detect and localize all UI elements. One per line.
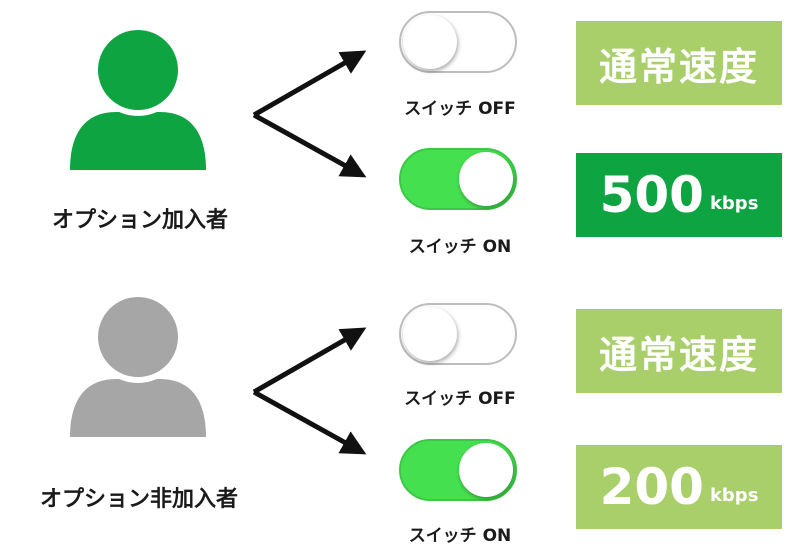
switch-on-toggle-subscriber[interactable] (399, 148, 517, 210)
speed-unit: kbps (709, 484, 759, 506)
person-icon-non-subscriber (70, 291, 206, 437)
person-icon-subscriber (70, 24, 206, 170)
speed-box-normal-subscriber: 通常速度 (576, 21, 782, 105)
speed-value: 500 (599, 166, 704, 224)
switch-off-toggle-non-subscriber[interactable] (399, 303, 517, 365)
switch-on-label-non-subscriber: スイッチ ON (408, 526, 512, 546)
switch-off-toggle-subscriber[interactable] (399, 11, 517, 73)
speed-text: 通常速度 (598, 44, 759, 89)
speed-value: 200 (599, 458, 704, 516)
switch-off-label-subscriber: スイッチ OFF (404, 99, 516, 119)
branch-arrows-non-subscriber (252, 327, 367, 455)
speed-unit: kbps (709, 192, 759, 214)
speed-text: 通常速度 (598, 332, 759, 377)
person-label-subscriber: オプション加入者 (51, 208, 228, 233)
toggle-knob (459, 443, 513, 497)
toggle-knob (459, 152, 513, 206)
speed-box-fast-subscriber: 500 kbps (576, 153, 782, 237)
switch-on-label-subscriber: スイッチ ON (408, 237, 512, 257)
toggle-knob (403, 15, 457, 69)
branch-arrows-subscriber (252, 50, 367, 178)
switch-on-toggle-non-subscriber[interactable] (399, 439, 517, 501)
speed-box-normal-non-subscriber: 通常速度 (576, 309, 782, 393)
switch-off-label-non-subscriber: スイッチ OFF (404, 389, 516, 409)
group-non-subscriber: オプション非加入者 スイッチ OFF 通常速度 スイッチ ON 200 kbps (0, 271, 786, 546)
group-subscriber: オプション加入者 スイッチ OFF 通常速度 スイッチ ON 500 kbps (0, 0, 786, 271)
toggle-knob (403, 307, 457, 361)
speed-box-fast-non-subscriber: 200 kbps (576, 445, 782, 529)
person-label-non-subscriber: オプション非加入者 (39, 487, 238, 512)
